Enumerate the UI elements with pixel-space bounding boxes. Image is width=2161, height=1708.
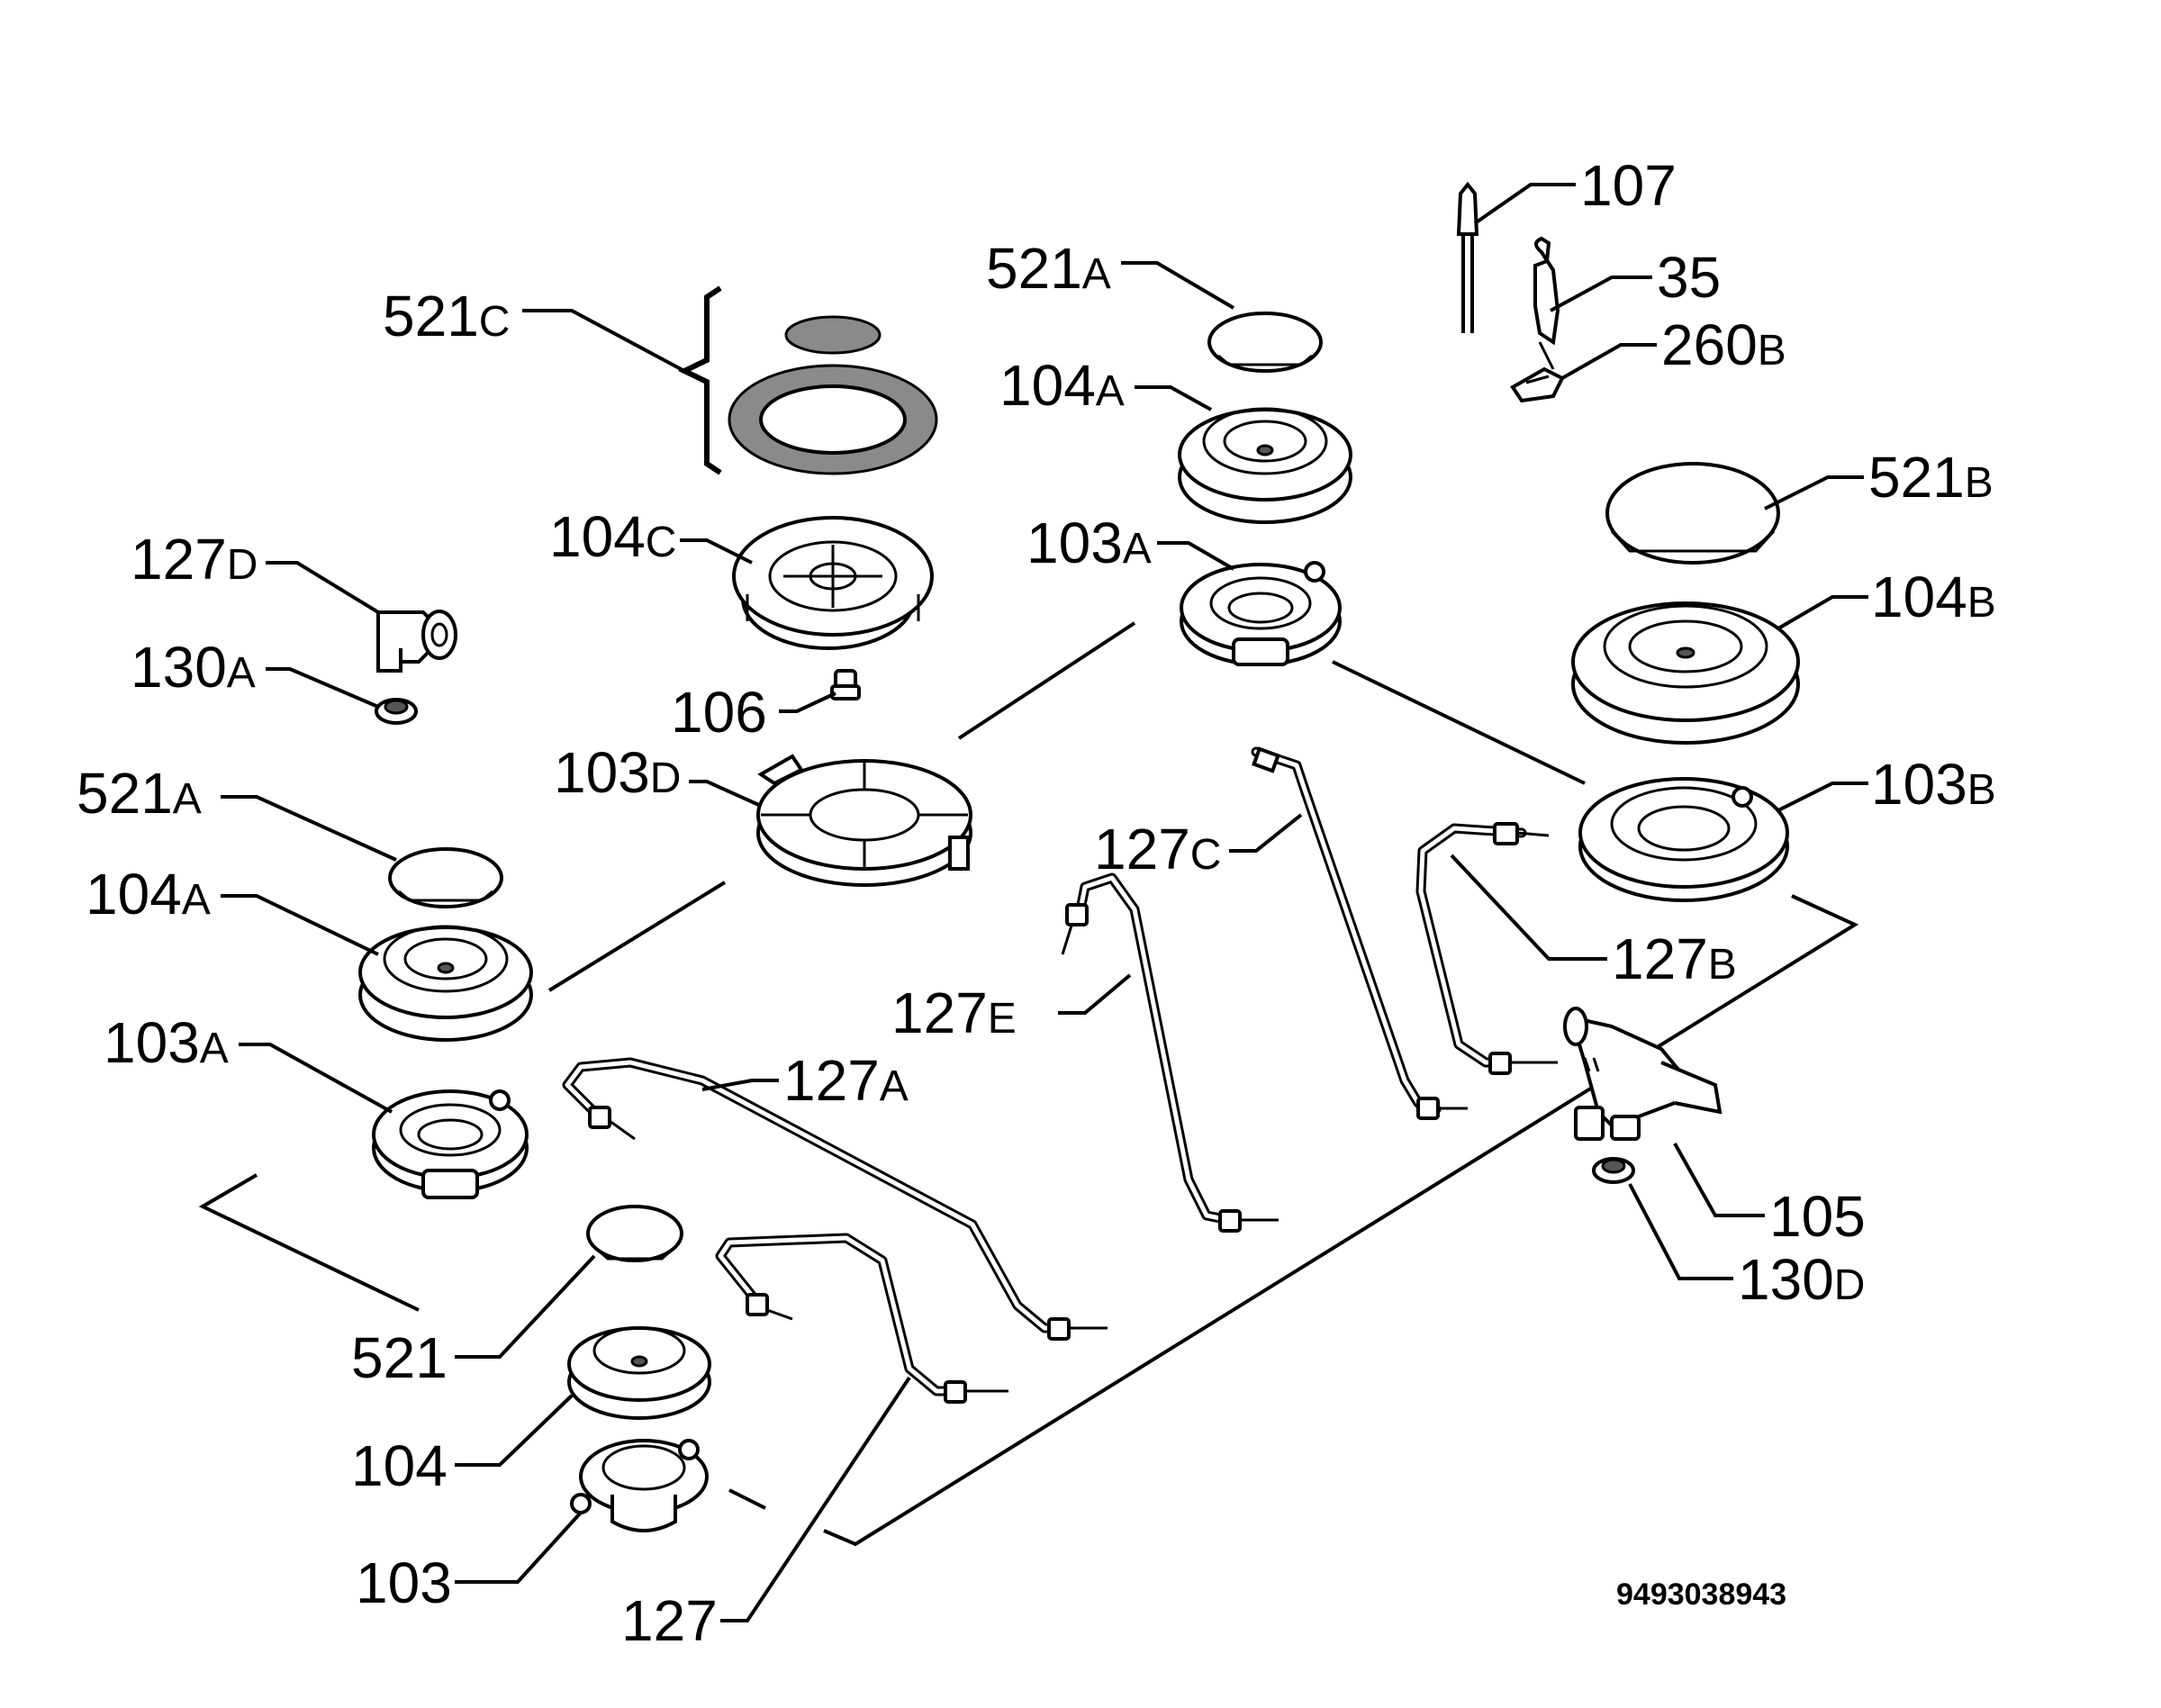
label-105: 105: [1769, 1184, 1866, 1249]
label-127b: 127B: [1612, 926, 1737, 991]
assembly-outline: [198, 621, 1859, 1547]
part-103a-burner-base-left: [372, 1089, 529, 1199]
part-103a-burner-base-top: [1180, 561, 1342, 666]
label-130d: 130D: [1738, 1247, 1865, 1312]
part-130d-washer: [1592, 1157, 1635, 1184]
part-104b-burner-head: [1571, 601, 1800, 745]
part-127b-pipe: [1415, 822, 1558, 1075]
label-260b: 260B: [1661, 312, 1786, 377]
label-104a-top: 104A: [999, 353, 1125, 418]
part-127a-pipe: [562, 1057, 1108, 1341]
part-127-pipe: [715, 1233, 1008, 1404]
label-106: 106: [671, 680, 767, 745]
label-521c: 521C: [383, 284, 510, 348]
label-103: 103: [356, 1550, 452, 1615]
part-106-injector: [830, 669, 861, 700]
label-104c: 104C: [549, 504, 676, 569]
part-labels: 521C 104C 127D 130A 106 103D 521A 104A 1…: [77, 153, 1996, 1653]
part-127c-pipe: [1251, 746, 1468, 1120]
part-521c-burner-ring-set: [678, 285, 938, 475]
part-35-ignition-plug: [1533, 236, 1560, 370]
label-127a: 127A: [783, 1048, 909, 1113]
drawing-number: 9493038943: [1616, 1577, 1786, 1612]
label-104a-left: 104A: [86, 862, 211, 926]
part-521-cap: [586, 1205, 683, 1262]
label-127d: 127D: [131, 527, 258, 592]
part-103d-burner-base: [756, 754, 972, 887]
part-103b-burner-base: [1578, 777, 1789, 902]
label-104b: 104B: [1871, 565, 1996, 629]
label-103b: 103B: [1871, 752, 1996, 817]
part-103-burner-base: [570, 1439, 709, 1532]
part-104a-burner-head-top: [1178, 407, 1352, 524]
part-130a-washer: [375, 698, 418, 725]
label-107: 107: [1580, 153, 1677, 218]
label-103a-top: 103A: [1026, 511, 1152, 575]
part-104c-burner-head: [732, 516, 934, 650]
part-260b-clip: [1510, 366, 1565, 403]
label-521a-left: 521A: [77, 761, 202, 826]
label-127e: 127E: [891, 981, 1017, 1045]
label-103d: 103D: [554, 740, 681, 805]
part-104a-burner-head-left: [358, 925, 533, 1042]
label-104: 104: [351, 1433, 448, 1498]
leader-lines: [221, 183, 1868, 1622]
part-107-thermocouple: [1456, 181, 1479, 333]
part-127e-pipe: [1061, 872, 1279, 1233]
label-127c: 127C: [1094, 817, 1221, 881]
label-127: 127: [621, 1588, 718, 1653]
label-521a-top: 521A: [986, 236, 1111, 301]
label-521b: 521B: [1868, 445, 1994, 510]
part-127d-elbow: [376, 610, 457, 673]
part-104-burner-head: [567, 1326, 711, 1420]
label-35: 35: [1657, 245, 1721, 310]
part-105-gas-valve: [1563, 1007, 1722, 1141]
part-521a-cap-top: [1207, 312, 1323, 373]
label-521: 521: [351, 1325, 448, 1390]
label-130a: 130A: [131, 635, 256, 700]
part-521b-cap: [1605, 462, 1780, 565]
label-103a-left: 103A: [104, 1010, 229, 1075]
part-521a-cap-left: [388, 847, 503, 908]
